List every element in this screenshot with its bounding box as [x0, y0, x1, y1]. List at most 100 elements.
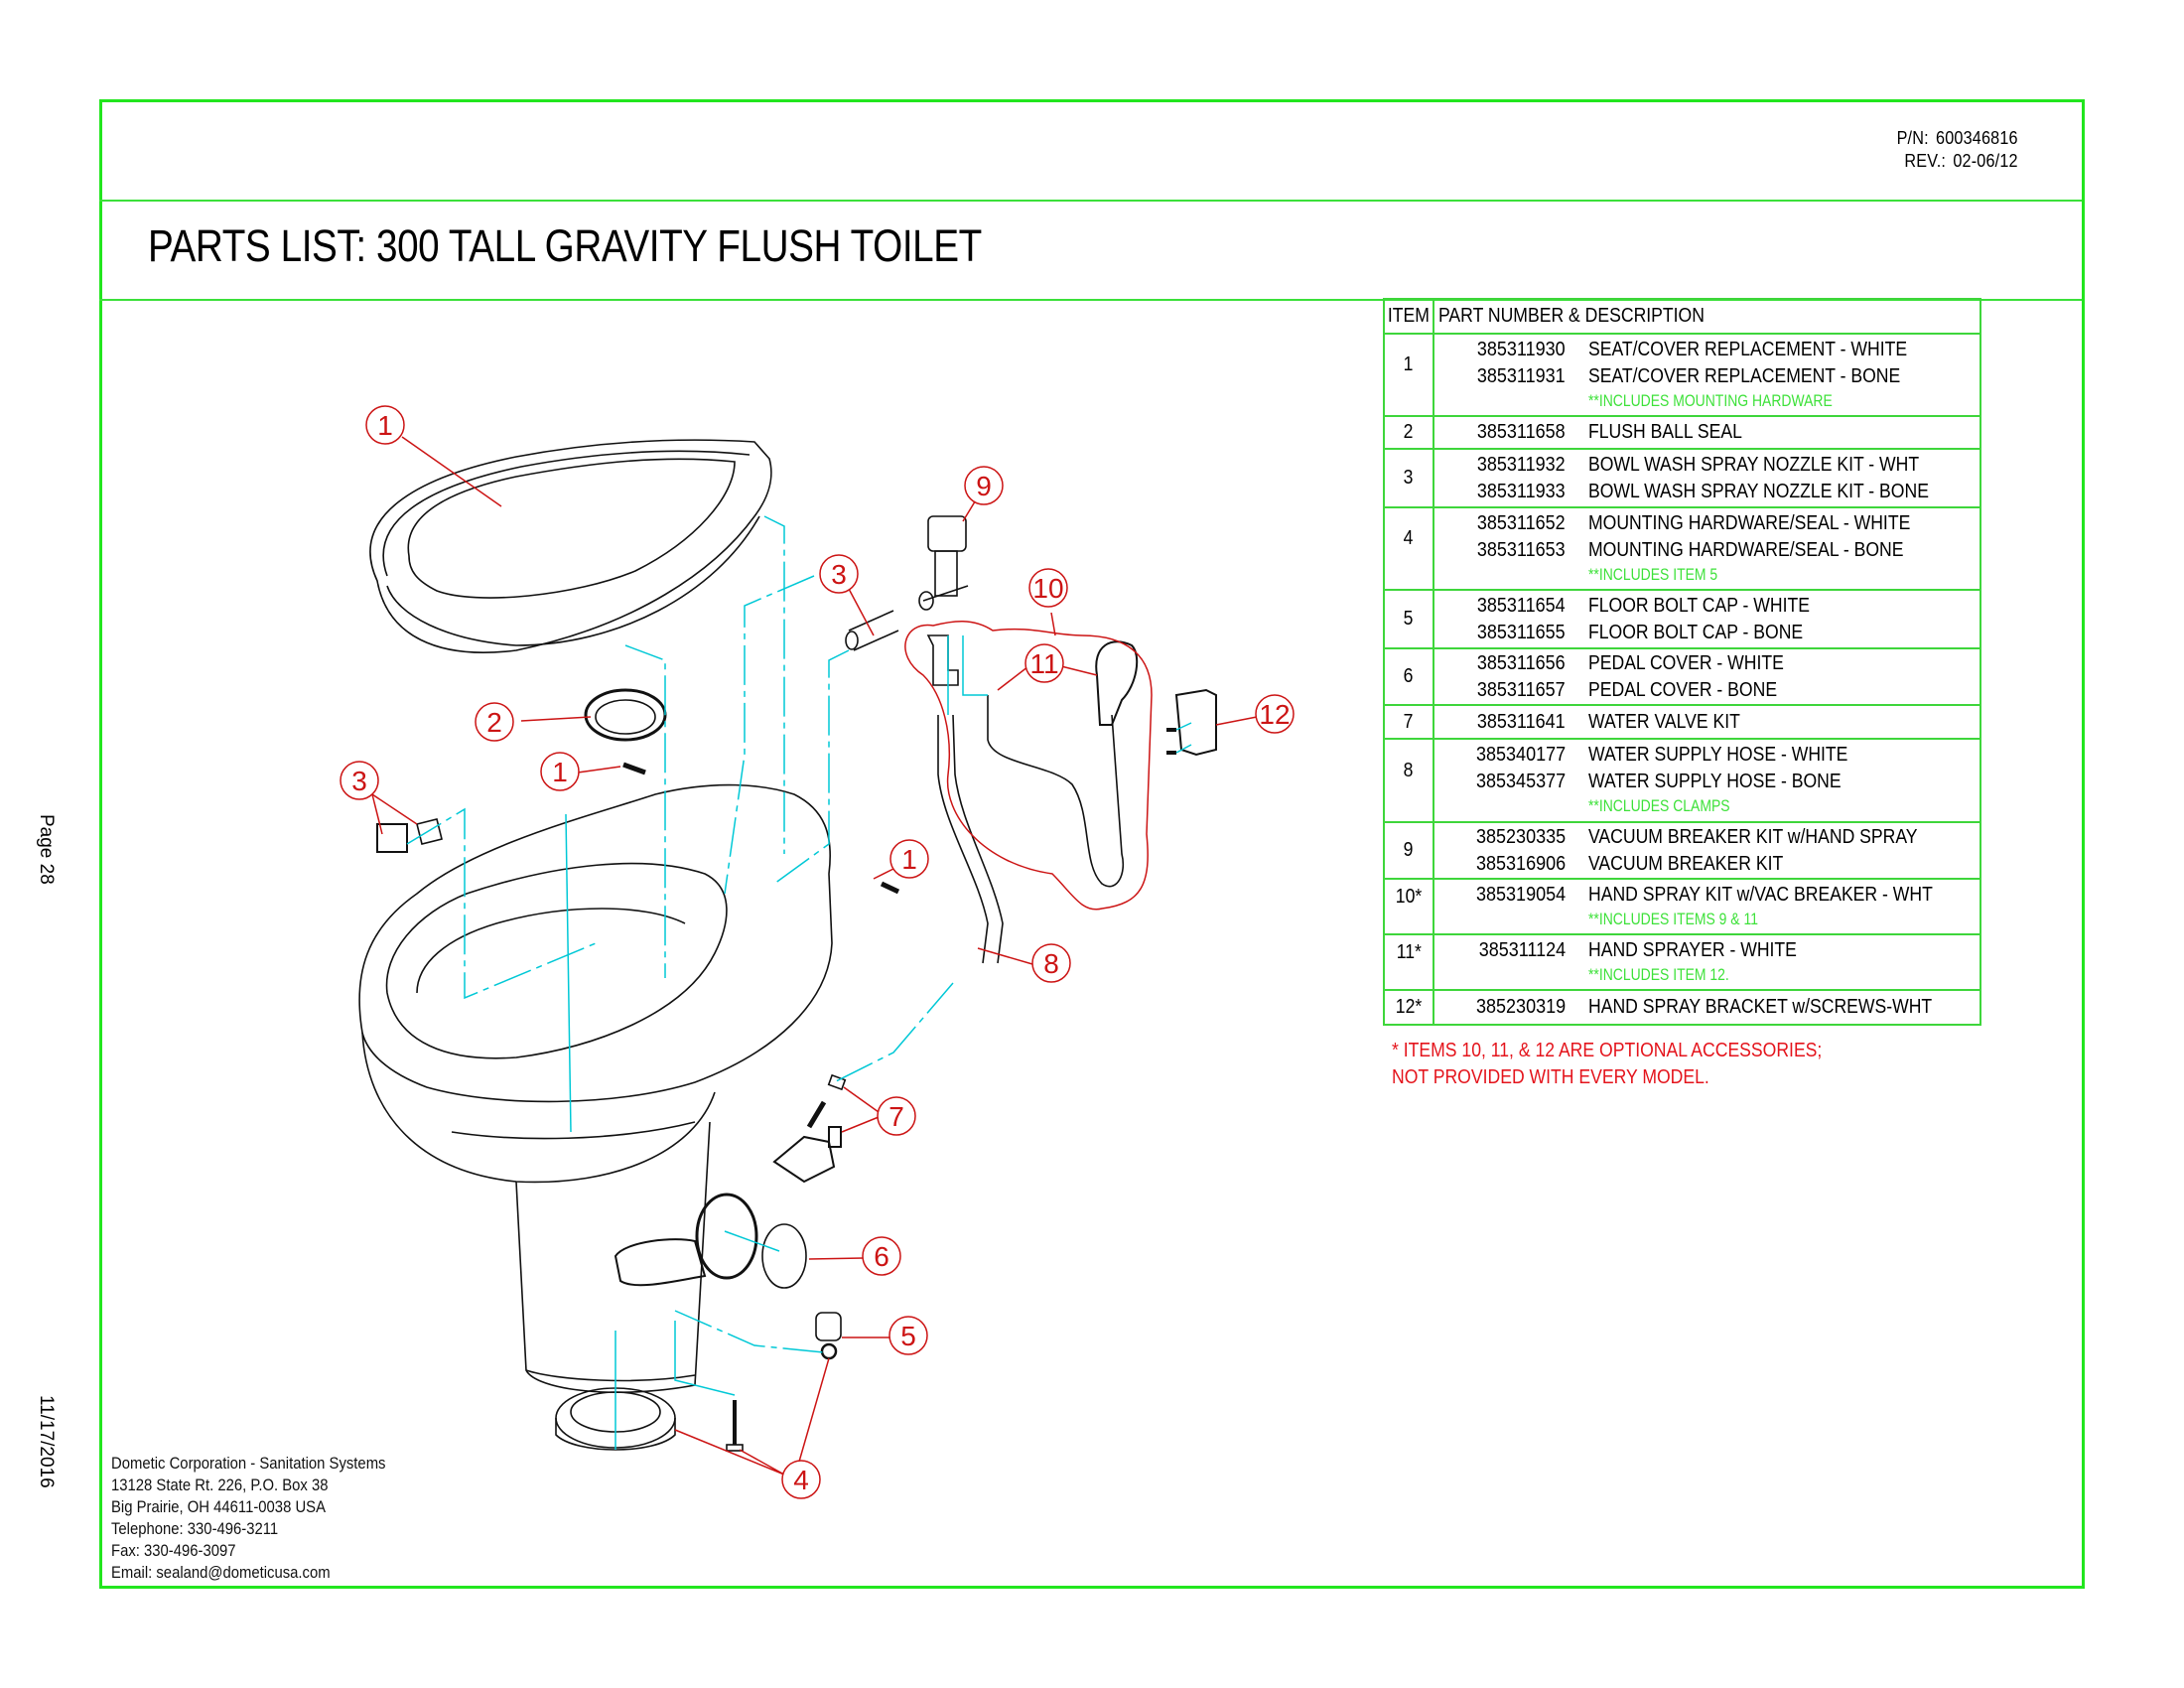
title-divider	[99, 299, 2082, 301]
part-number: 385311931	[1477, 365, 1566, 387]
includes-note: **INCLUDES MOUNTING HARDWARE	[1587, 391, 1833, 410]
item-number: 2	[1383, 415, 1434, 450]
part-number: 385311932	[1477, 453, 1566, 476]
part-description: BOWL WASH SPRAY NOZZLE KIT - BONE	[1587, 480, 1929, 502]
kit-10-outline	[904, 620, 1153, 911]
svg-text:7: 7	[888, 1101, 904, 1132]
revision-line: REV.: 02-06/12	[1897, 150, 2018, 173]
callout-4[interactable]: 4	[781, 1460, 821, 1499]
part-description: FLUSH BALL SEAL	[1587, 421, 1742, 443]
flush-ball-seal	[584, 688, 667, 742]
bowl-wash-nozzle	[376, 818, 443, 853]
city-state-zip: Big Prairie, OH 44611-0038 USA	[111, 1498, 326, 1516]
callout-1-pin-left[interactable]: 1	[540, 752, 580, 791]
fax: Fax: 330-496-3097	[111, 1542, 236, 1560]
optional-accessories-footnote: * ITEMS 10, 11, & 12 ARE OPTIONAL ACCESS…	[1392, 1038, 1880, 1091]
part-line: 385311124 HAND SPRAYER - WHITE	[1434, 937, 1979, 964]
svg-text:4: 4	[793, 1465, 809, 1495]
callout-7[interactable]: 7	[877, 1096, 916, 1136]
svg-text:8: 8	[1043, 948, 1059, 979]
email-link[interactable]: Email: sealand@dometicusa.com	[111, 1564, 331, 1582]
part-description: WATER VALVE KIT	[1587, 710, 1740, 733]
part-line: 385311652 MOUNTING HARDWARE/SEAL - WHITE	[1434, 510, 1979, 537]
part-description: HAND SPRAY BRACKET w/SCREWS-WHT	[1587, 996, 1932, 1018]
callout-8[interactable]: 8	[1031, 943, 1071, 983]
page-title: PARTS LIST: 300 TALL GRAVITY FLUSH TOILE…	[148, 220, 982, 271]
part-description-cell: 385311932 BOWL WASH SPRAY NOZZLE KIT - WH…	[1432, 448, 1981, 508]
item-number: 7	[1383, 704, 1434, 740]
part-description-cell: 385230319 HAND SPRAY BRACKET w/SCREWS-WHT	[1432, 989, 1981, 1026]
seat-cover	[369, 439, 772, 653]
callout-3-nozzle[interactable]: 3	[340, 761, 379, 800]
part-description: SEAT/COVER REPLACEMENT - BONE	[1587, 365, 1901, 387]
rev-label: REV.:	[1904, 151, 1947, 171]
callout-10[interactable]: 10	[1028, 568, 1068, 608]
part-number: 385230319	[1475, 996, 1566, 1018]
table-row: 12* 385230319 HAND SPRAY BRACKET w/SCREWS-…	[1383, 989, 1981, 1026]
nozzle-tube	[845, 610, 899, 651]
includes-note: **INCLUDES CLAMPS	[1587, 796, 1730, 815]
part-number: 385311124	[1478, 939, 1566, 961]
part-description: VACUUM BREAKER KIT w/HAND SPRAY	[1587, 825, 1918, 848]
part-line: 385311932 BOWL WASH SPRAY NOZZLE KIT - WH…	[1434, 452, 1979, 479]
company-address: Dometic Corporation - Sanitation Systems…	[111, 1453, 416, 1584]
rev-value: 02-06/12	[1953, 151, 2018, 171]
footnote-line-2: NOT PROVIDED WITH EVERY MODEL.	[1392, 1066, 1709, 1088]
includes-note: **INCLUDES ITEM 5	[1587, 565, 1717, 584]
floor-bolt	[726, 1400, 744, 1452]
callout-leaders	[371, 436, 1258, 1476]
callout-2[interactable]: 2	[475, 702, 514, 742]
callouts: 1 2 3 1 1 3 9 10 11 12 8 7 6 5 4	[340, 405, 1295, 1499]
callout-11[interactable]: 11	[1024, 643, 1064, 683]
part-description: SEAT/COVER REPLACEMENT - WHITE	[1587, 339, 1907, 360]
svg-text:12: 12	[1259, 699, 1290, 730]
svg-text:11: 11	[1029, 648, 1058, 679]
hand-sprayer	[987, 640, 1139, 888]
pedal-assembly	[614, 1193, 758, 1287]
svg-text:3: 3	[831, 559, 847, 590]
toilet-drawing	[358, 439, 1217, 1452]
svg-text:3: 3	[351, 766, 367, 796]
callout-5[interactable]: 5	[888, 1316, 928, 1355]
assembly-leaders	[406, 515, 1192, 1450]
part-description: BOWL WASH SPRAY NOZZLE KIT - WHT	[1587, 453, 1919, 476]
part-description: HAND SPRAYER - WHITE	[1587, 939, 1797, 961]
item-number: 1	[1383, 333, 1434, 417]
callout-3-tube[interactable]: 3	[819, 554, 859, 594]
callout-1-pin-right[interactable]: 1	[889, 839, 929, 879]
hose-bracket	[926, 634, 959, 686]
pn-label: P/N:	[1896, 128, 1930, 148]
seat-pin	[622, 762, 646, 775]
column-header-description: PART NUMBER & DESCRIPTION	[1432, 298, 1981, 335]
item-number: 12*	[1383, 989, 1434, 1026]
callout-12[interactable]: 12	[1255, 694, 1295, 734]
part-description: MOUNTING HARDWARE/SEAL - WHITE	[1587, 512, 1911, 534]
callout-1-seat[interactable]: 1	[365, 405, 405, 445]
part-number: 385311652	[1477, 512, 1566, 534]
callout-9[interactable]: 9	[964, 466, 1004, 505]
water-valve	[772, 1073, 847, 1184]
callout-6[interactable]: 6	[862, 1236, 901, 1276]
